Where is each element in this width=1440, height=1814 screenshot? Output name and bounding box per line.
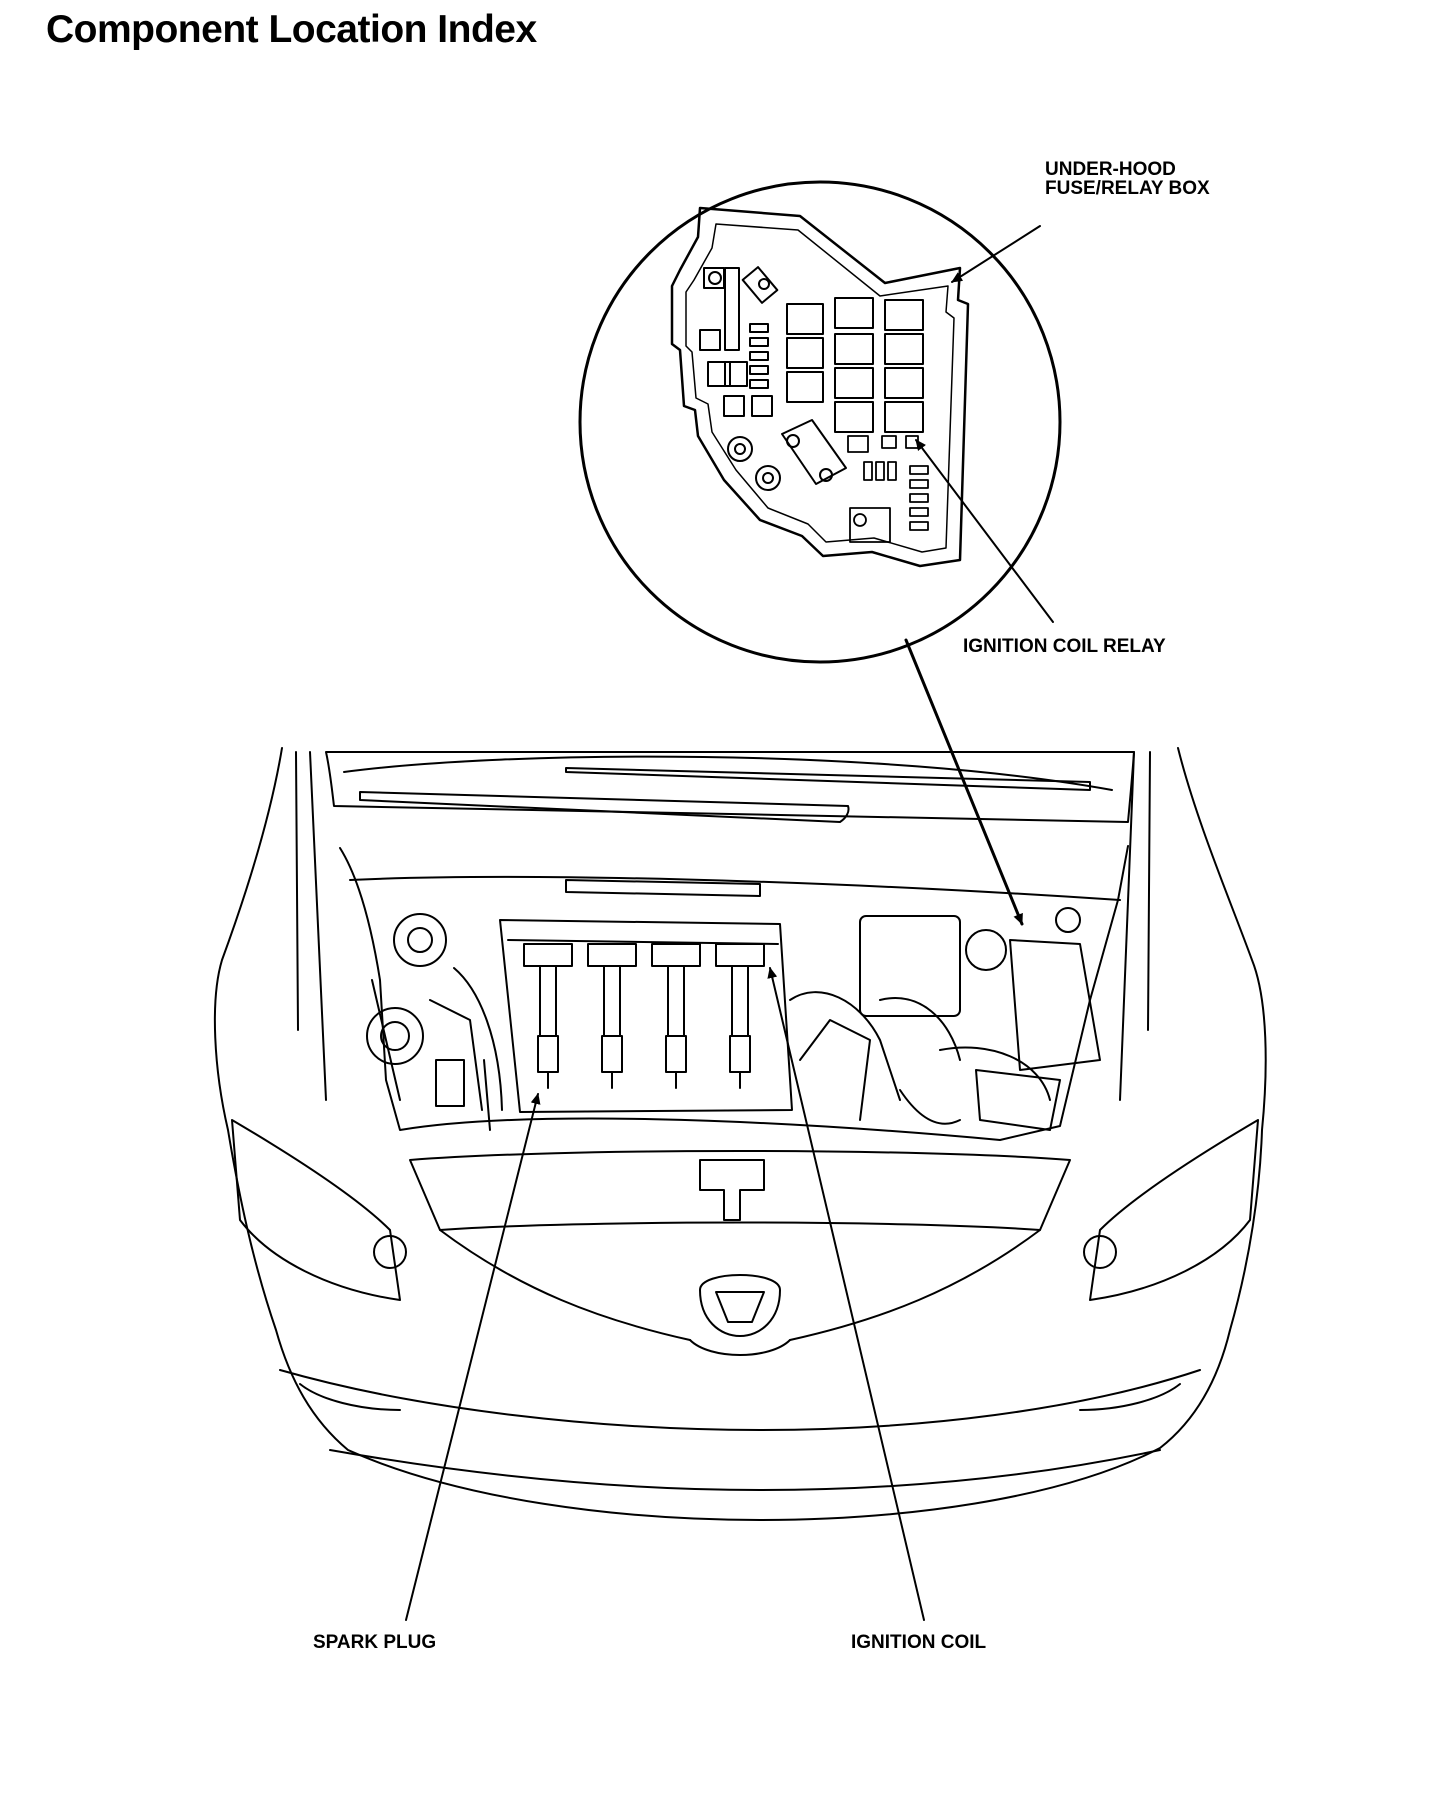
page-title: Component Location Index: [46, 8, 537, 51]
ignition-coil-label: IGNITION COIL: [851, 1632, 987, 1653]
fuse-box-label-line2: FUSE/RELAY BOX: [1045, 178, 1210, 199]
spark-plug-label: SPARK PLUG: [313, 1632, 437, 1653]
fuse-box-inset: [578, 180, 1062, 664]
fuse-box-leader: [951, 225, 1041, 283]
inset-to-car-leader: [904, 638, 1024, 926]
spark-plug-leader: [405, 1093, 541, 1621]
ignition-coil-leader: [767, 967, 925, 1621]
ignition-coil-relay-label: IGNITION COIL RELAY: [963, 636, 1166, 657]
mini-fuse-array: [847, 435, 929, 543]
fuse-relay-box-outline: [670, 206, 970, 568]
ignition-coils: [523, 943, 765, 1089]
fuse-box-left-components: [699, 266, 847, 491]
car-front-illustration: [213, 747, 1267, 1521]
relay-leader: [915, 439, 1054, 623]
under-hood-fuse-relay-box-label: UNDER-HOOD FUSE/RELAY BOX: [1045, 160, 1210, 198]
fuse-box-label-line1: UNDER-HOOD: [1045, 159, 1176, 180]
relay-grid: [786, 297, 924, 433]
